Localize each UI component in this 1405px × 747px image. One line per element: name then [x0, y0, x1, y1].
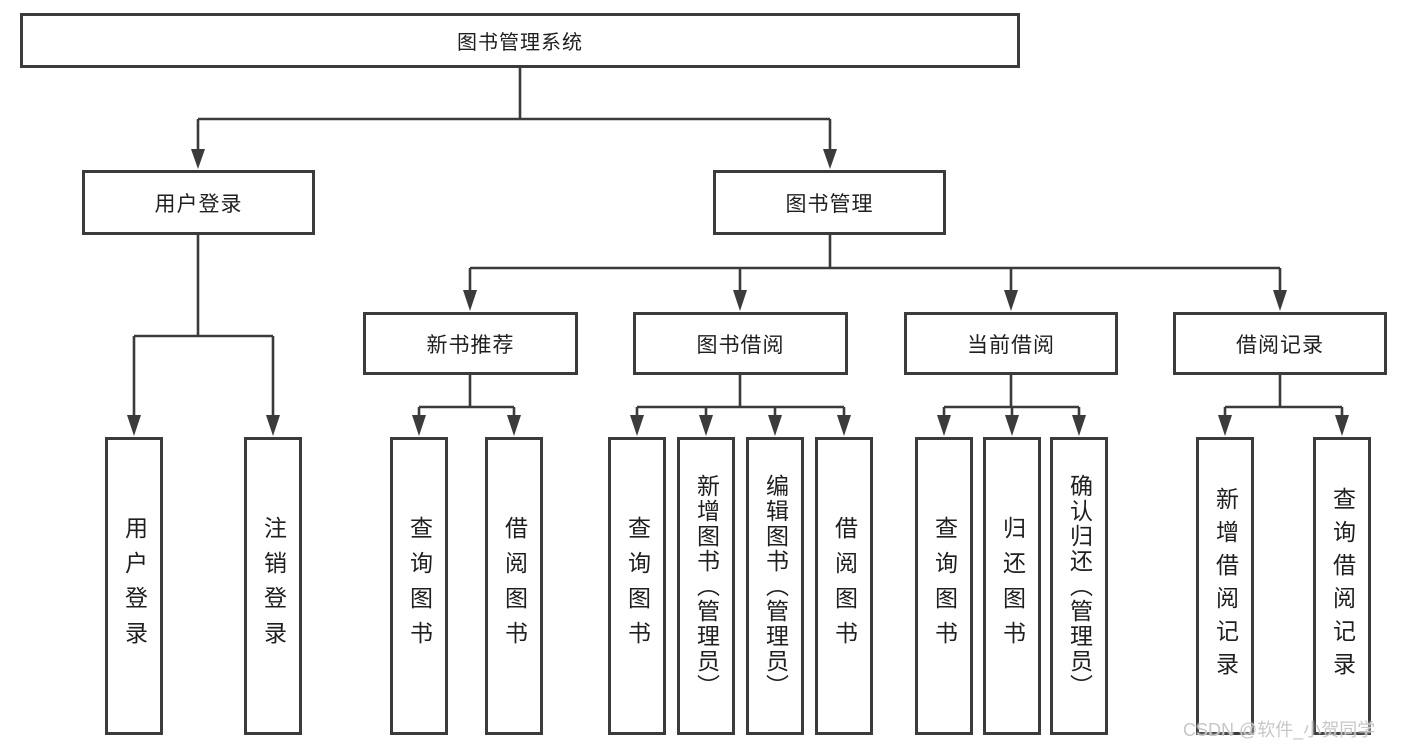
node-borrow-record: 借阅记录	[1173, 312, 1387, 375]
arrow-icon	[1005, 415, 1019, 436]
arrow-icon	[733, 290, 747, 311]
arrow-icon	[463, 290, 477, 311]
arrow-icon	[1273, 290, 1287, 311]
leaf-logout: 注销登录	[244, 437, 302, 735]
arrow-icon	[1072, 415, 1086, 436]
leaf-current-confirm-return-admin: 确认归还（管理员）	[1050, 437, 1108, 735]
node-book-management: 图书管理	[713, 170, 946, 235]
leaf-borrow-add-book-admin: 新增图书（管理员）	[677, 437, 735, 735]
leaf-borrow-query-book: 查询图书	[608, 437, 666, 735]
arrow-icon	[823, 149, 837, 169]
node-root: 图书管理系统	[20, 13, 1020, 68]
node-new-book-recommend: 新书推荐	[363, 312, 578, 375]
arrow-icon	[768, 415, 782, 436]
leaf-record-query-record: 查询借阅记录	[1313, 437, 1371, 735]
arrow-icon	[1335, 415, 1349, 436]
arrow-icon	[507, 415, 521, 436]
arrow-icon	[266, 415, 280, 436]
arrow-icon	[1218, 415, 1232, 436]
node-book-borrow: 图书借阅	[633, 312, 848, 375]
leaf-borrow-borrow-book: 借阅图书	[815, 437, 873, 735]
leaf-borrow-edit-book-admin: 编辑图书（管理员）	[746, 437, 804, 735]
leaf-newbook-query-book: 查询图书	[390, 437, 448, 735]
arrow-icon	[412, 415, 426, 436]
leaf-user-login: 用户登录	[105, 437, 163, 735]
arrow-icon	[699, 415, 713, 436]
leaf-newbook-borrow-book: 借阅图书	[485, 437, 543, 735]
arrow-icon	[127, 415, 141, 436]
node-current-borrow: 当前借阅	[904, 312, 1118, 375]
arrow-icon	[191, 149, 205, 169]
arrow-icon	[630, 415, 644, 436]
node-user-login: 用户登录	[82, 170, 315, 235]
leaf-record-add-record: 新增借阅记录	[1196, 437, 1254, 735]
leaf-current-query-book: 查询图书	[915, 437, 973, 735]
arrow-icon	[937, 415, 951, 436]
csdn-watermark: CSDN @软件_小贺同学	[1183, 720, 1376, 740]
leaf-current-return-book: 归还图书	[983, 437, 1041, 735]
arrow-icon	[1004, 290, 1018, 311]
arrow-icon	[837, 415, 851, 436]
